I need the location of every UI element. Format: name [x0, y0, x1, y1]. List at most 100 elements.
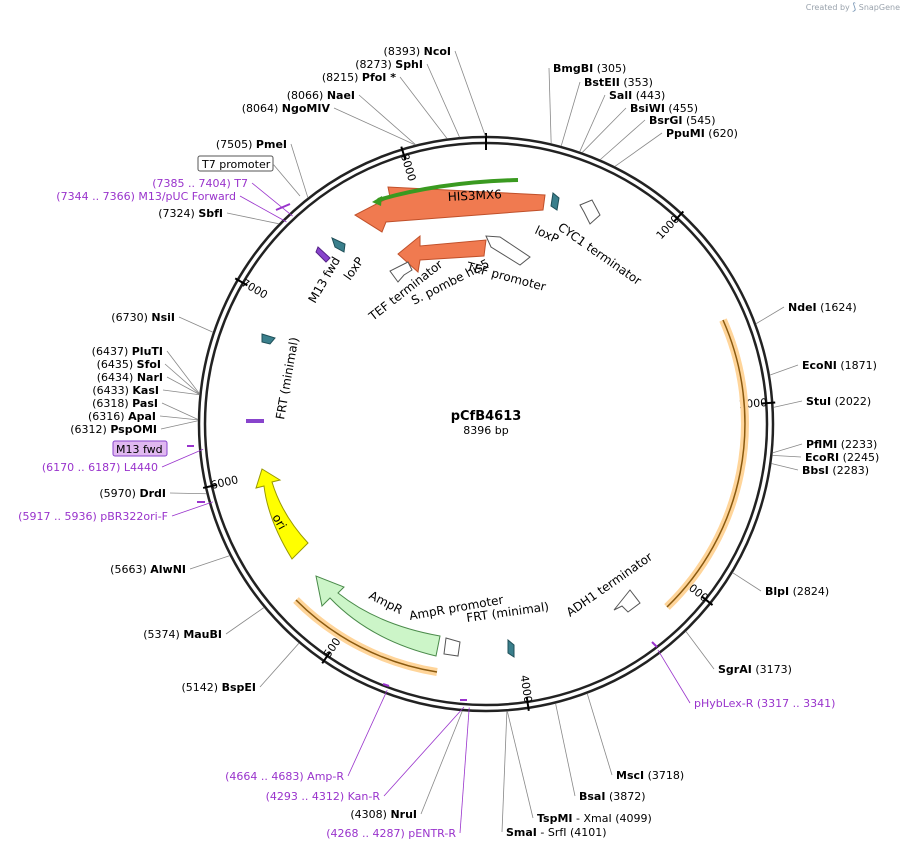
restriction-site-label[interactable]: (7505) PmeI — [216, 138, 287, 151]
restriction-site-label[interactable]: (5663) AlwNI — [110, 563, 186, 576]
restriction-site-label[interactable]: PflMI (2233) — [806, 438, 877, 451]
frt-bottom-marker[interactable] — [507, 638, 515, 658]
restriction-site-label[interactable]: PpuMI (620) — [666, 127, 738, 140]
restriction-site-label[interactable]: SalI (443) — [609, 89, 665, 102]
restriction-site-label[interactable]: (6434) NarI — [97, 371, 163, 384]
primer-leader-line — [251, 182, 293, 217]
site-leader-line — [166, 376, 200, 395]
tef-terminator-arrow[interactable] — [389, 261, 413, 283]
green-feature-arrow[interactable] — [377, 178, 519, 202]
site-leader-line — [685, 631, 715, 670]
restriction-site-label[interactable]: (4308) NruI — [350, 808, 417, 821]
restriction-site-label[interactable]: NdeI (1624) — [788, 301, 857, 314]
restriction-site-label[interactable]: (8273) SphI — [355, 58, 423, 71]
primer-marks — [187, 203, 658, 701]
site-leader-line — [548, 67, 552, 144]
site-leader-line — [166, 350, 200, 395]
tef-promoter-arrow[interactable] — [485, 235, 531, 266]
watermark-brand: SnapGene — [858, 3, 900, 12]
cyc1-label: CYC1 terminator — [555, 220, 644, 288]
restriction-site-label[interactable]: (8064) NgoMIV — [242, 102, 331, 115]
restriction-site-label[interactable]: EcoNI (1871) — [802, 359, 877, 372]
ruler-tick — [525, 696, 530, 711]
restriction-site-label[interactable]: (8393) NcoI — [384, 45, 451, 58]
m13fwd-label: M13 fwd — [305, 254, 343, 305]
green-feature-arrowhead-icon — [372, 196, 382, 206]
his3mx6-arrow[interactable] — [353, 186, 546, 233]
primer-label[interactable]: (5917 .. 5936) pBR322ori-F — [18, 510, 168, 523]
adh1-terminator-arrow[interactable] — [613, 589, 641, 613]
primer-label[interactable]: (4664 .. 4683) Amp-R — [225, 770, 344, 783]
restriction-site-label[interactable]: (8215) PfoI * — [322, 71, 396, 84]
restriction-site-label[interactable]: (6433) KasI — [92, 384, 159, 397]
primer-leader-line — [657, 649, 691, 704]
primer-label[interactable]: (7385 .. 7404) T7 — [152, 177, 248, 190]
primer-label[interactable]: (4268 .. 4287) pENTR-R — [326, 827, 456, 840]
primer-label[interactable]: (4293 .. 4312) Kan-R — [266, 790, 381, 803]
site-leader-line — [769, 364, 799, 376]
ampr-arrow[interactable] — [315, 575, 441, 657]
primer-leader-line — [171, 501, 214, 517]
site-leader-line — [162, 389, 200, 396]
site-leader-line — [161, 402, 199, 420]
site-leader-line — [599, 119, 646, 160]
primer-label[interactable]: (7344 .. 7366) M13/pUC Forward — [56, 190, 236, 203]
ori-arrow[interactable] — [255, 468, 309, 560]
restriction-site-label[interactable]: (8066) NaeI — [287, 89, 355, 102]
restriction-site-label[interactable]: (5374) MauBI — [143, 628, 222, 641]
restriction-site-label[interactable]: BsrGI (545) — [649, 114, 716, 127]
restriction-site-label[interactable]: BmgBI (305) — [553, 62, 626, 75]
m13fwd-marker[interactable] — [315, 246, 331, 263]
ruler-tick-label: 4000 — [518, 674, 535, 704]
orange-orf-right[interactable] — [664, 318, 749, 610]
restriction-site-label[interactable]: BsaI (3872) — [579, 790, 646, 803]
loxp-right-marker[interactable] — [550, 192, 560, 211]
ruler-tick-label: 8000 — [398, 152, 419, 183]
restriction-site-label[interactable]: (6437) PluTI — [92, 345, 163, 358]
m13-fwd-box-label: M13 fwd — [116, 443, 163, 456]
restriction-site-label[interactable]: BlpI (2824) — [765, 585, 829, 598]
site-leader-line — [169, 492, 207, 495]
restriction-site-label[interactable]: (6730) NsiI — [111, 311, 175, 324]
primer-leader-line — [347, 690, 388, 777]
restriction-site-label[interactable]: EcoRI (2245) — [805, 451, 879, 464]
primer-label[interactable]: pHybLex-R (3317 .. 3341) — [694, 697, 835, 710]
cyc1-terminator-arrow[interactable] — [579, 199, 601, 225]
watermark-text: Created by — [805, 3, 850, 12]
restriction-site-label[interactable]: MscI (3718) — [616, 769, 684, 782]
site-leader-line — [506, 711, 534, 819]
restriction-site-label[interactable]: TspMI - XmaI (4099) — [537, 812, 652, 825]
restriction-site-label[interactable]: BbsI (2283) — [802, 464, 869, 477]
ruler-tick-label: 7000 — [239, 276, 270, 301]
restriction-site-label[interactable]: (6435) SfoI — [97, 358, 161, 371]
site-leader-line — [755, 306, 785, 325]
restriction-site-label[interactable]: StuI (2022) — [806, 395, 871, 408]
loxp-left-label: loxP — [341, 254, 367, 282]
restriction-site-label[interactable]: SmaI - SrfI (4101) — [506, 826, 607, 839]
site-leader-line — [581, 107, 627, 153]
t7-promoter-box — [197, 155, 274, 172]
restriction-site-label[interactable]: BsiWI (455) — [630, 102, 698, 115]
loxp-left-marker[interactable] — [331, 237, 346, 253]
ruler-tick — [673, 210, 685, 223]
site-leader-line — [290, 143, 309, 198]
frt-left-marker[interactable] — [261, 333, 276, 345]
restriction-site-label[interactable]: (6316) ApaI — [88, 410, 156, 423]
site-leader-line — [225, 607, 265, 635]
ampr-promoter-arrow[interactable] — [443, 637, 461, 657]
restriction-site-label[interactable]: BstEII (353) — [584, 76, 653, 89]
ruler-tick — [700, 595, 714, 606]
restriction-site-label[interactable]: SgrAI (3173) — [718, 663, 792, 676]
primer-label[interactable]: (6170 .. 6187) L4440 — [42, 461, 158, 474]
restriction-site-label[interactable]: (5142) BspEI — [182, 681, 257, 694]
snapgene-watermark: Created by ⟆ SnapGene — [806, 2, 900, 13]
restriction-site-label[interactable]: (6312) PspOMI — [70, 423, 157, 436]
restriction-site-label[interactable]: (7324) SbfI — [158, 207, 223, 220]
plasmid-name: pCfB4613 — [451, 409, 522, 424]
site-leader-line — [773, 400, 803, 408]
site-leader-line — [501, 711, 508, 833]
orange-orf-left-core — [295, 599, 438, 673]
his3mx6-label: HIS3MX6 — [447, 187, 502, 204]
restriction-site-label[interactable]: (5970) DrdI — [99, 487, 166, 500]
restriction-site-label[interactable]: (6318) PasI — [92, 397, 158, 410]
